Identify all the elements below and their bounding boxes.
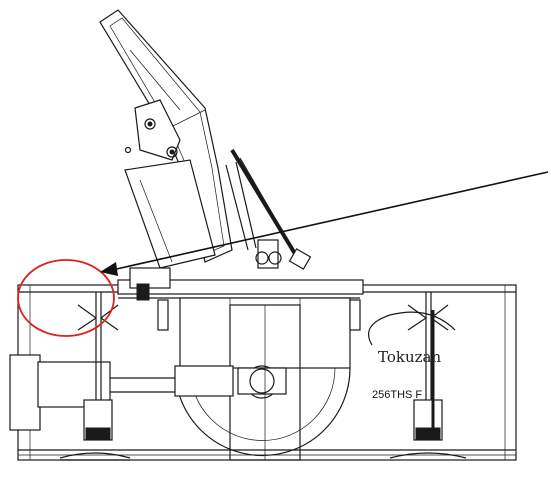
- pointer-arrow: [100, 171, 549, 276]
- brand-logo: Tokuzan: [368, 311, 456, 366]
- model-label: 256THS F: [372, 389, 422, 401]
- discharge-chute: [99, 9, 312, 270]
- left-skid-post: [59, 292, 131, 461]
- brand-logo-text: Tokuzan: [378, 348, 441, 366]
- right-skid-post: [389, 292, 467, 459]
- highlight-ellipse: [17, 259, 115, 337]
